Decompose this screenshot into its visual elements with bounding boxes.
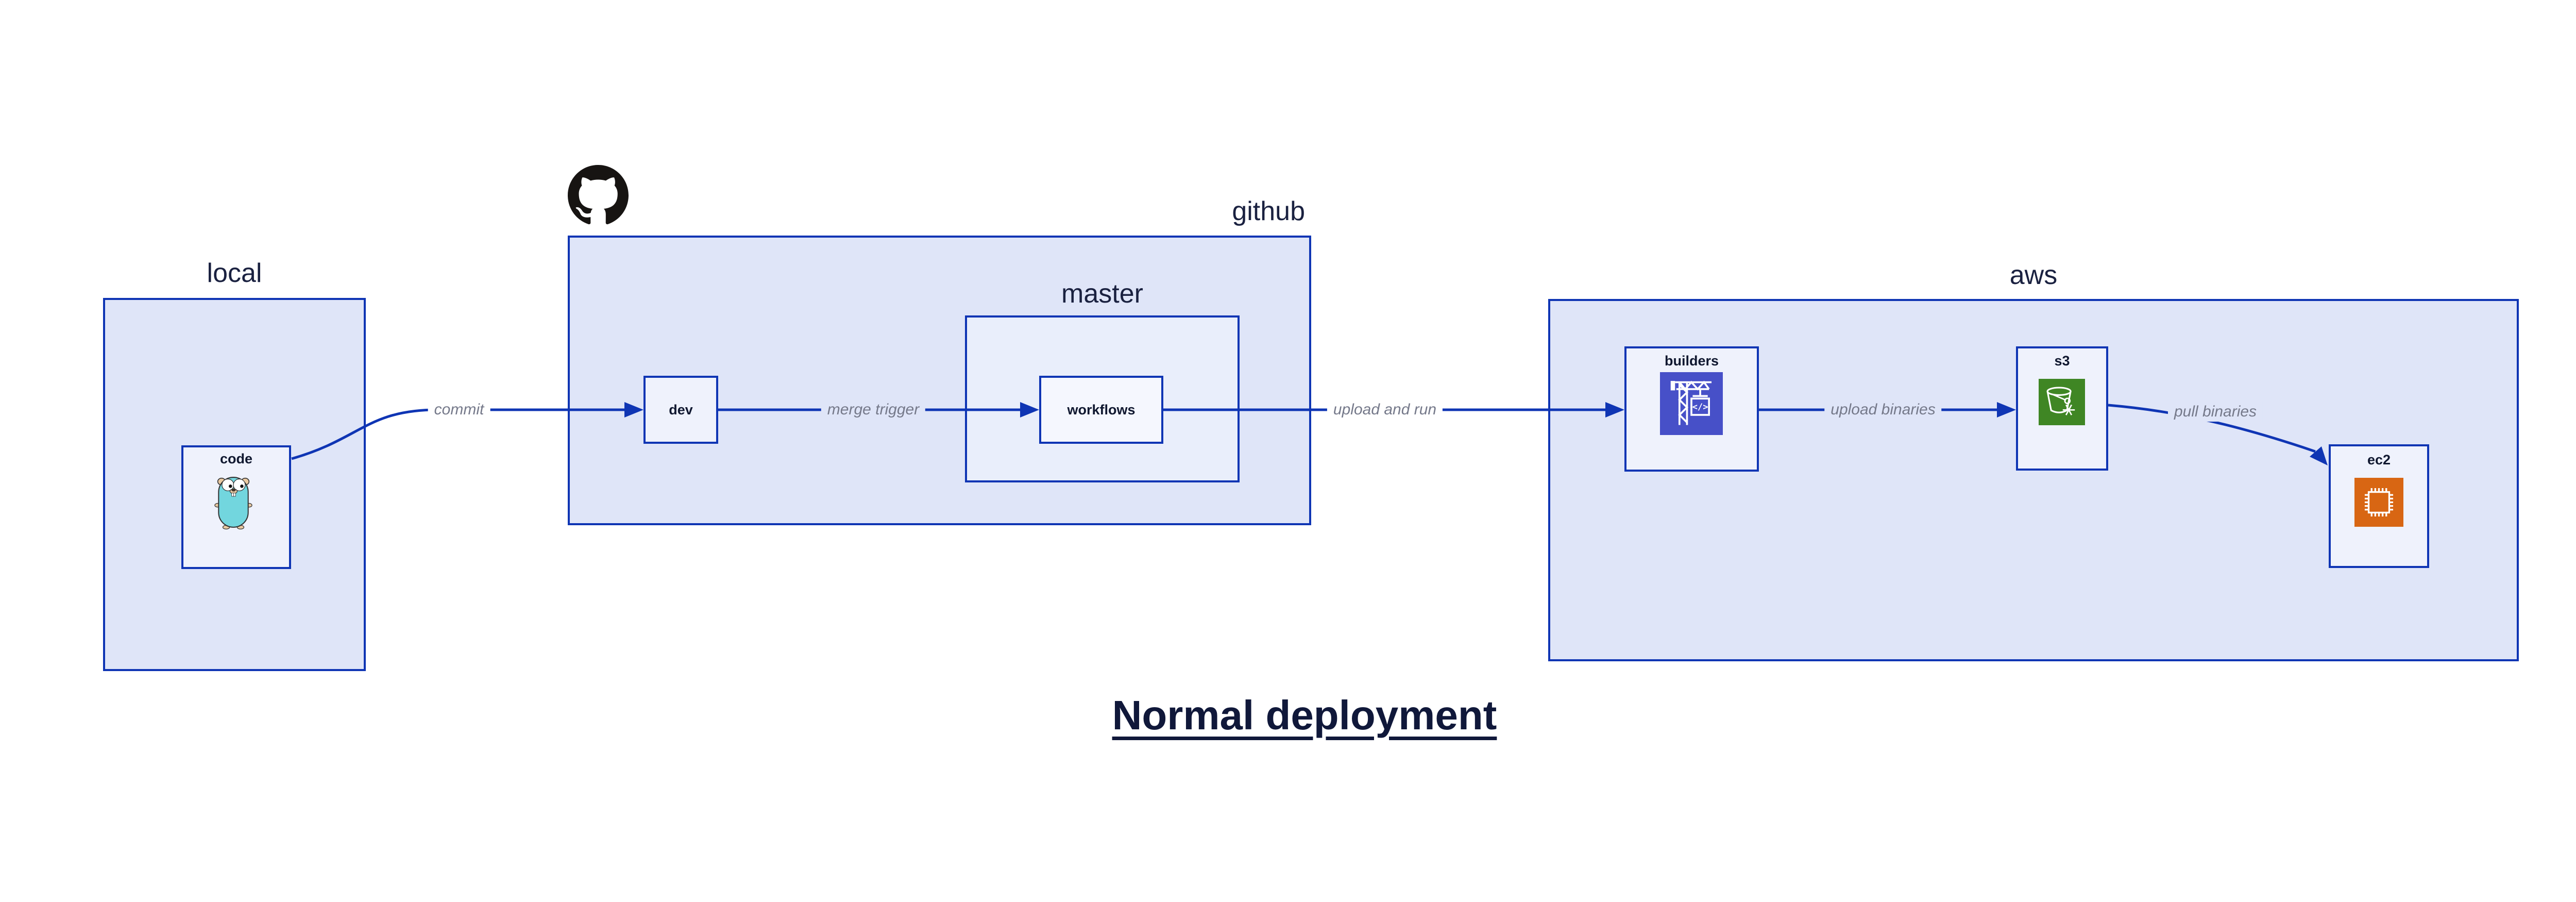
builders-node-label: builders [1664, 353, 1719, 369]
go-gopher-icon [214, 477, 252, 530]
edge-label-upload-and-run: upload and run [1327, 400, 1443, 420]
code-node-label: code [219, 451, 253, 466]
github-octocat-icon [568, 165, 629, 225]
edge-label-commit: commit [428, 400, 490, 420]
github-group-label: github [1232, 196, 1305, 226]
builders-node-box [1624, 346, 1759, 472]
dev-node-box [643, 376, 718, 444]
diagram-title: Normal deployment [1112, 692, 1497, 738]
dev-node-label: dev [669, 402, 693, 417]
svg-text:</>: </> [1692, 402, 1708, 412]
workflows-node-label: workflows [1067, 402, 1136, 417]
ec2-node-label: ec2 [2367, 452, 2391, 467]
master-group-label: master [1061, 279, 1143, 309]
aws-s3-glacier-bucket-icon [2039, 379, 2085, 425]
aws-codebuild-icon: </> [1660, 372, 1723, 435]
edge-label-merge-trigger: merge trigger [821, 400, 926, 420]
local-group-label: local [207, 258, 262, 288]
s3-node-label: s3 [2054, 353, 2070, 369]
edge-label-upload-binaries: upload binaries [1824, 400, 1942, 420]
edge-label-pull-binaries: pull binaries [2167, 402, 2263, 422]
aws-group-label: aws [2009, 260, 2058, 290]
workflows-node-box [1039, 376, 1163, 444]
aws-ec2-chip-icon [2354, 478, 2403, 527]
